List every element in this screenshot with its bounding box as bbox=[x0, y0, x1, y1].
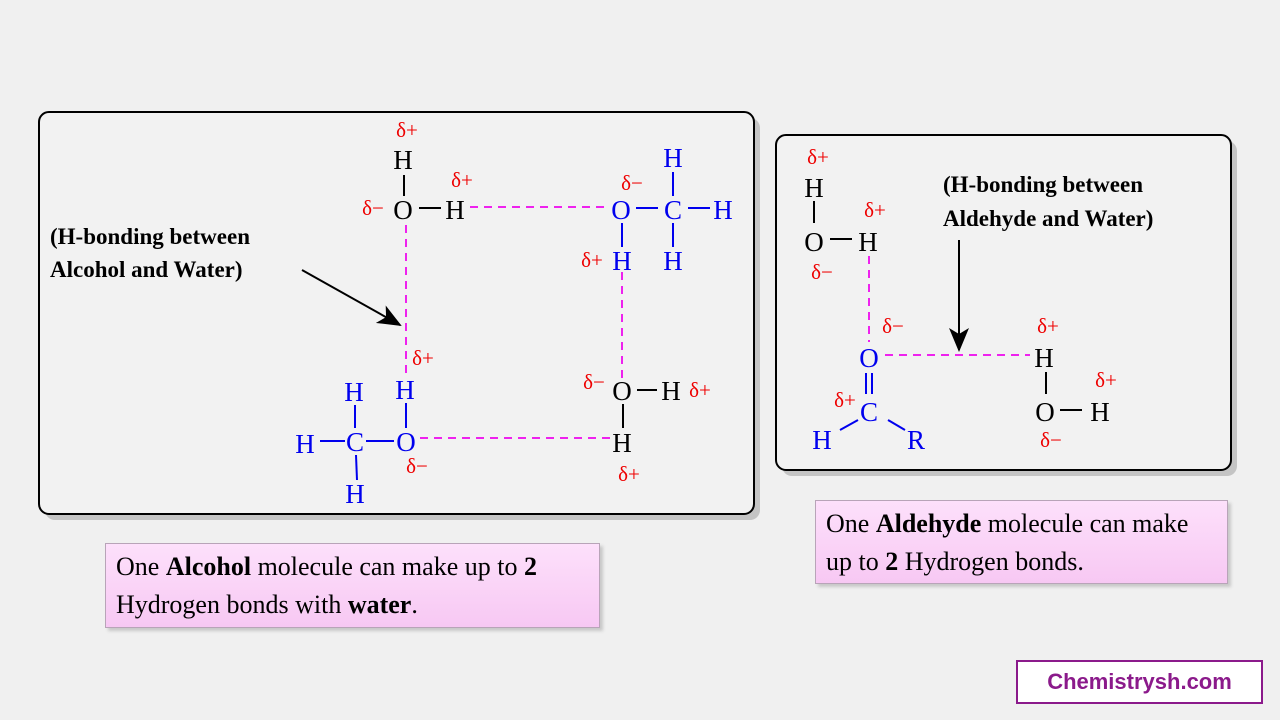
svg-text:δ−: δ− bbox=[811, 260, 833, 284]
svg-text:H: H bbox=[1034, 343, 1054, 373]
aldehyde-caption: One Aldehyde molecule can make up to 2 H… bbox=[815, 500, 1228, 584]
site-logo: Chemistrysh.com bbox=[1016, 660, 1263, 704]
svg-text:H: H bbox=[1090, 397, 1110, 427]
svg-text:H: H bbox=[395, 375, 415, 405]
svg-text:H: H bbox=[612, 428, 632, 458]
svg-text:δ−: δ− bbox=[1040, 428, 1062, 452]
svg-text:C: C bbox=[664, 195, 682, 225]
svg-text:R: R bbox=[907, 425, 925, 455]
aldehyde-water-panel: (H-bonding between Aldehyde and Water) δ… bbox=[775, 134, 1237, 476]
water-molecule: O δ− H δ+ H δ+ bbox=[583, 370, 711, 486]
svg-text:δ+: δ+ bbox=[1037, 314, 1059, 338]
aldehyde-label-line2: Aldehyde and Water) bbox=[943, 206, 1153, 231]
svg-text:δ+: δ+ bbox=[834, 388, 856, 412]
water-molecule: δ+ H O H δ+ δ− bbox=[804, 145, 886, 284]
svg-text:δ+: δ+ bbox=[807, 145, 829, 169]
aldehyde-molecule: O δ− C δ+ H R bbox=[812, 314, 925, 455]
svg-text:δ−: δ− bbox=[882, 314, 904, 338]
svg-text:H: H bbox=[393, 145, 413, 175]
svg-text:δ−: δ− bbox=[583, 370, 605, 394]
svg-text:H: H bbox=[295, 429, 315, 459]
alcohol-water-panel: (H-bonding between Alcohol and Water) δ+… bbox=[38, 111, 760, 520]
svg-text:O: O bbox=[859, 343, 879, 373]
svg-text:H: H bbox=[713, 195, 733, 225]
svg-text:δ−: δ− bbox=[406, 454, 428, 478]
svg-text:δ+: δ+ bbox=[618, 462, 640, 486]
svg-text:δ+: δ+ bbox=[689, 378, 711, 402]
svg-text:H: H bbox=[663, 143, 683, 173]
alcohol-caption: One Alcohol molecule can make up to 2 Hy… bbox=[105, 543, 600, 628]
svg-text:δ+: δ+ bbox=[451, 168, 473, 192]
svg-text:δ+: δ+ bbox=[396, 118, 418, 142]
svg-text:δ−: δ− bbox=[621, 171, 643, 195]
svg-text:C: C bbox=[860, 397, 878, 427]
svg-text:H: H bbox=[663, 246, 683, 276]
pointer-arrow bbox=[301, 269, 402, 326]
methanol-molecule: O δ− C H H H H δ+ bbox=[581, 143, 733, 276]
alcohol-label-line2: Alcohol and Water) bbox=[50, 257, 243, 282]
water-molecule: δ+ H O δ− H δ+ bbox=[362, 118, 473, 225]
svg-text:O: O bbox=[611, 195, 631, 225]
svg-text:δ−: δ− bbox=[362, 196, 384, 220]
svg-text:O: O bbox=[612, 376, 632, 406]
svg-text:δ+: δ+ bbox=[581, 248, 603, 272]
svg-text:O: O bbox=[804, 227, 824, 257]
svg-text:O: O bbox=[396, 427, 416, 457]
svg-text:H: H bbox=[858, 227, 878, 257]
alcohol-label-line1: (H-bonding between bbox=[50, 224, 250, 249]
water-molecule: H δ+ O H δ+ δ− bbox=[1034, 314, 1117, 452]
svg-text:δ+: δ+ bbox=[412, 346, 434, 370]
svg-text:H: H bbox=[804, 173, 824, 203]
aldehyde-label-line1: (H-bonding between bbox=[943, 172, 1143, 197]
svg-text:O: O bbox=[1035, 397, 1055, 427]
svg-text:H: H bbox=[661, 376, 681, 406]
methanol-molecule: O δ− H δ+ C H H H bbox=[295, 346, 434, 509]
svg-text:H: H bbox=[344, 377, 364, 407]
svg-text:H: H bbox=[612, 246, 632, 276]
svg-text:δ+: δ+ bbox=[1095, 368, 1117, 392]
svg-text:O: O bbox=[393, 195, 413, 225]
svg-text:H: H bbox=[445, 195, 465, 225]
svg-text:H: H bbox=[812, 425, 832, 455]
svg-text:C: C bbox=[346, 427, 364, 457]
svg-text:δ+: δ+ bbox=[864, 198, 886, 222]
svg-text:H: H bbox=[345, 479, 365, 509]
